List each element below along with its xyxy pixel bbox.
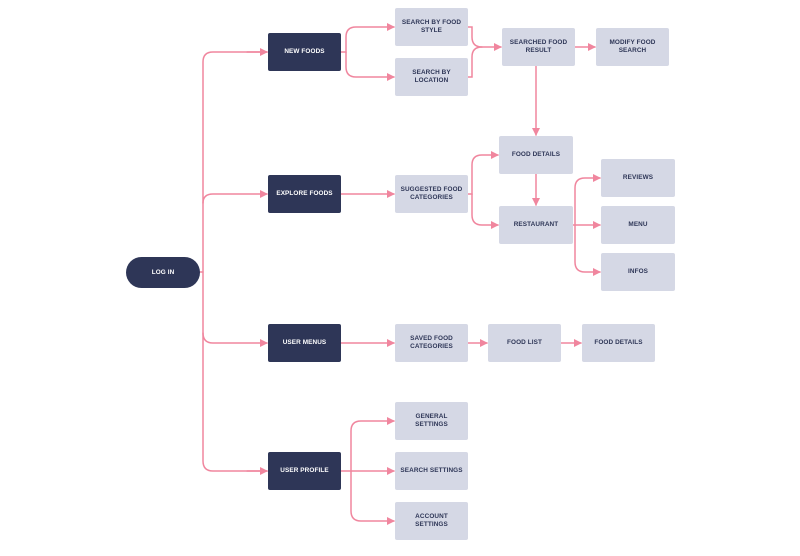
- connector-suggested-restaurant: [471, 193, 499, 229]
- connector-search-style-result: [467, 26, 502, 51]
- explore-foods-node[interactable]: EXPLORE FOODS: [268, 175, 341, 213]
- new-foods-node[interactable]: NEW FOODS: [268, 33, 341, 71]
- general-settings-node[interactable]: GENERAL SETTINGS: [395, 402, 468, 440]
- connector-suggested-food-details: [467, 151, 499, 195]
- connector-trunk: [202, 51, 268, 472]
- saved-food-categories-node[interactable]: SAVED FOOD CATEGORIES: [395, 324, 468, 362]
- restaurant-node[interactable]: RESTAURANT: [499, 206, 573, 244]
- search-by-food-style-node[interactable]: SEARCH BY FOOD STYLE: [395, 8, 468, 46]
- user-profile-node[interactable]: USER PROFILE: [268, 452, 341, 490]
- food-details-node[interactable]: FOOD DETAILS: [499, 136, 573, 174]
- menu-node[interactable]: MENU: [601, 206, 675, 244]
- suggested-food-categories-node[interactable]: SUGGESTED FOOD CATEGORIES: [395, 175, 468, 213]
- food-list-node[interactable]: FOOD LIST: [488, 324, 561, 362]
- login-node[interactable]: LOG IN: [126, 257, 200, 288]
- connector-login-user-menus: [202, 332, 268, 347]
- connector-restaurant-infos: [574, 224, 601, 276]
- modify-food-search-node[interactable]: MODIFY FOOD SEARCH: [596, 28, 669, 66]
- connector-profile-trunk: [340, 417, 395, 472]
- connector-new-foods-search-style: [340, 23, 395, 53]
- connector-profile-account-settings: [350, 470, 395, 525]
- searched-food-result-node[interactable]: SEARCHED FOOD RESULT: [502, 28, 575, 66]
- user-menus-node[interactable]: USER MENUS: [268, 324, 341, 362]
- connector-login-explore-foods: [202, 190, 268, 204]
- connector-new-foods-search-location: [345, 51, 395, 81]
- search-by-location-node[interactable]: SEARCH BY LOCATION: [395, 58, 468, 96]
- infos-node[interactable]: INFOS: [601, 253, 675, 291]
- connector-search-location-result: [467, 46, 483, 78]
- search-settings-node[interactable]: SEARCH SETTINGS: [395, 452, 468, 490]
- account-settings-node[interactable]: ACCOUNT SETTINGS: [395, 502, 468, 540]
- food-details-2-node[interactable]: FOOD DETAILS: [582, 324, 655, 362]
- reviews-node[interactable]: REVIEWS: [601, 159, 675, 197]
- connector-restaurant-reviews: [572, 174, 601, 226]
